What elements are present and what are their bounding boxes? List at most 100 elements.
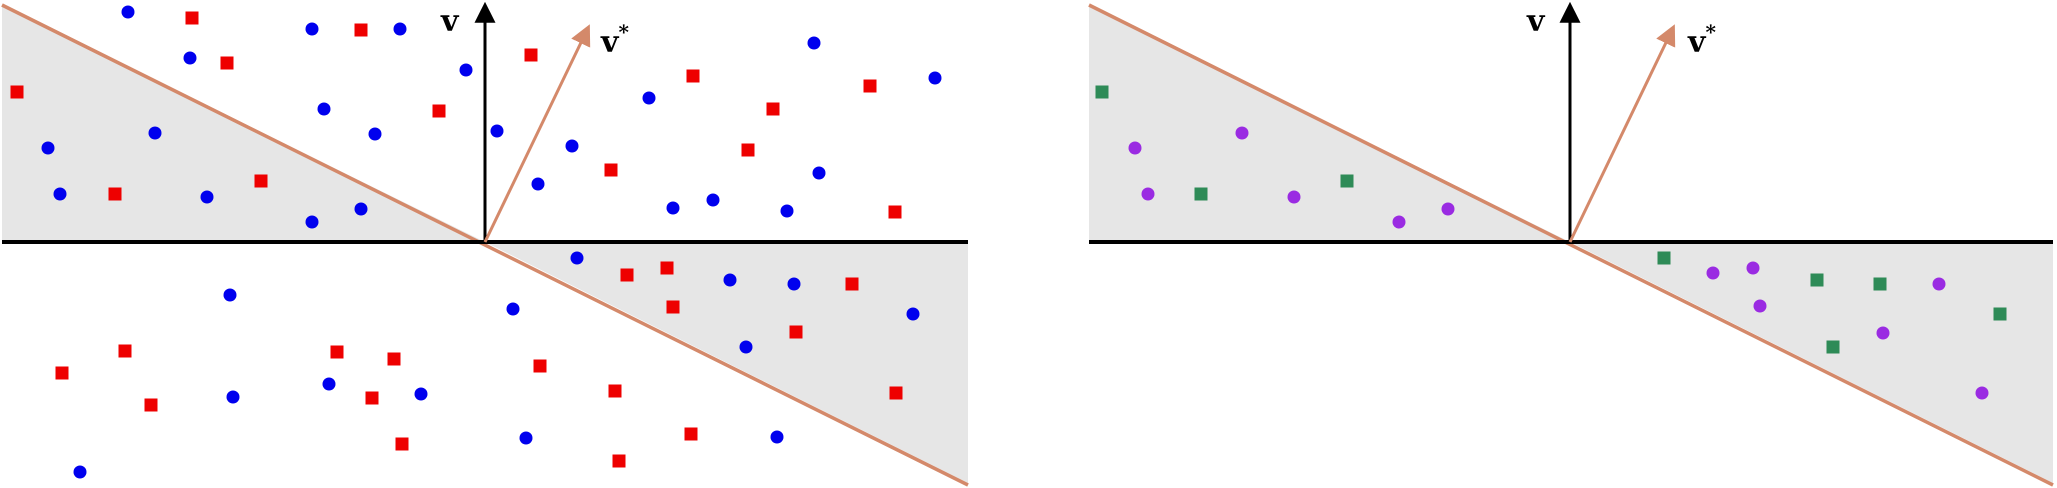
circle-point xyxy=(148,126,162,140)
square-point xyxy=(220,56,234,70)
circle-point xyxy=(1706,266,1720,280)
square-point xyxy=(365,391,379,405)
square-point xyxy=(888,205,902,219)
square-point xyxy=(620,268,634,282)
left-points xyxy=(10,5,942,479)
square-point xyxy=(55,366,69,380)
circle-point xyxy=(1392,215,1406,229)
circle-point xyxy=(1932,277,1946,291)
decision-boundary-line xyxy=(1088,3,2054,487)
decision-boundary-line xyxy=(1,3,969,487)
square-point xyxy=(118,344,132,358)
circle-point xyxy=(642,91,656,105)
shaded-region-lower-right xyxy=(485,242,968,483)
circle-point xyxy=(1235,126,1249,140)
circle-point xyxy=(200,190,214,204)
v-label: v xyxy=(440,4,460,39)
circle-point xyxy=(506,302,520,316)
square-point xyxy=(845,277,859,291)
square-point xyxy=(1826,340,1840,354)
square-point xyxy=(741,143,755,157)
circle-point xyxy=(531,177,545,191)
left-panel: v v* xyxy=(1,1,969,487)
circle-point xyxy=(393,22,407,36)
circle-point xyxy=(739,340,753,354)
circle-point xyxy=(565,139,579,153)
circle-point xyxy=(305,22,319,36)
vstar-label: v* xyxy=(1687,20,1716,60)
square-point xyxy=(395,437,409,451)
vstar-vector-arrow xyxy=(1568,24,1676,243)
circle-point xyxy=(53,187,67,201)
square-point xyxy=(789,325,803,339)
square-point xyxy=(1993,307,2007,321)
circle-point xyxy=(1876,326,1890,340)
square-point xyxy=(524,48,538,62)
square-point xyxy=(1810,273,1824,287)
square-point xyxy=(612,454,626,468)
circle-point xyxy=(73,465,87,479)
circle-point xyxy=(807,36,821,50)
square-point xyxy=(1657,251,1671,265)
circle-point xyxy=(459,63,473,77)
right-points xyxy=(1095,85,2007,400)
circle-point xyxy=(1141,187,1155,201)
circle-point xyxy=(928,71,942,85)
square-point xyxy=(108,187,122,201)
square-point xyxy=(432,104,446,118)
circle-point xyxy=(1128,141,1142,155)
square-point xyxy=(387,352,401,366)
circle-point xyxy=(317,102,331,116)
square-point xyxy=(354,23,368,37)
square-point xyxy=(533,359,547,373)
square-point xyxy=(144,398,158,412)
square-point xyxy=(10,85,24,99)
vstar-vector-arrow xyxy=(483,24,591,243)
shaded-region-lower-right xyxy=(1570,242,2053,483)
circle-point xyxy=(121,5,135,19)
circle-point xyxy=(1746,261,1760,275)
square-point xyxy=(889,386,903,400)
circle-point xyxy=(1753,299,1767,313)
square-point xyxy=(1340,174,1354,188)
square-point xyxy=(1095,85,1109,99)
square-point xyxy=(254,174,268,188)
circle-point xyxy=(305,215,319,229)
circle-point xyxy=(1441,202,1455,216)
right-panel: v v* xyxy=(1088,1,2054,487)
circle-point xyxy=(770,430,784,444)
square-point xyxy=(185,11,199,25)
circle-point xyxy=(322,377,336,391)
circle-point xyxy=(780,204,794,218)
square-point xyxy=(1873,277,1887,291)
v-label: v xyxy=(1526,4,1546,39)
circle-point xyxy=(1287,190,1301,204)
circle-point xyxy=(41,141,55,155)
circle-point xyxy=(226,390,240,404)
circle-point xyxy=(414,387,428,401)
circle-point xyxy=(223,288,237,302)
square-point xyxy=(666,300,680,314)
circle-point xyxy=(183,51,197,65)
square-point xyxy=(1194,187,1208,201)
vstar-label: v* xyxy=(600,20,629,60)
circle-point xyxy=(1975,386,1989,400)
square-point xyxy=(686,69,700,83)
circle-point xyxy=(354,202,368,216)
square-point xyxy=(684,427,698,441)
circle-point xyxy=(519,431,533,445)
circle-point xyxy=(666,201,680,215)
circle-point xyxy=(812,166,826,180)
square-point xyxy=(766,102,780,116)
square-point xyxy=(608,384,622,398)
circle-point xyxy=(490,124,504,138)
circle-point xyxy=(787,277,801,291)
circle-point xyxy=(570,251,584,265)
square-point xyxy=(660,261,674,275)
circle-point xyxy=(906,307,920,321)
circle-point xyxy=(706,193,720,207)
square-point xyxy=(604,163,618,177)
circle-point xyxy=(723,273,737,287)
circle-point xyxy=(368,127,382,141)
